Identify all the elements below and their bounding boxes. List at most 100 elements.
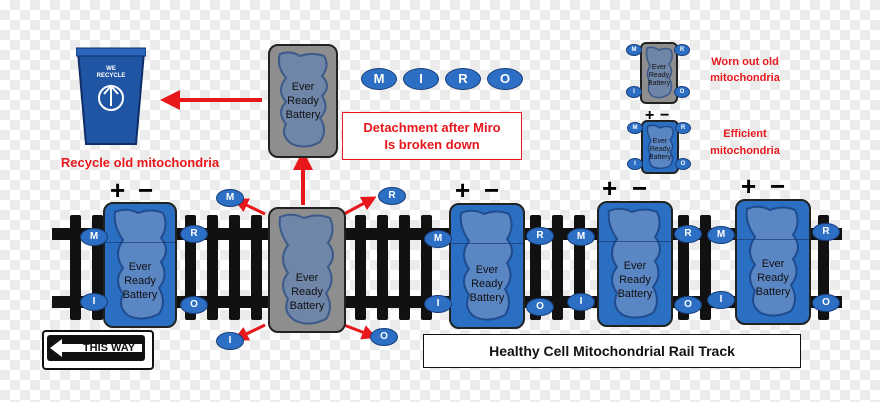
legend-eff-text-2: Ready bbox=[649, 146, 671, 153]
legend-worn-r: R bbox=[674, 44, 690, 56]
legend-eff-text-1: Ever bbox=[652, 138, 668, 145]
detached-battery: Ever Ready Battery bbox=[268, 44, 338, 158]
legend-worn-text-2: Ready bbox=[648, 72, 670, 79]
minus-sign: − bbox=[484, 175, 500, 205]
miro-letter-m: M bbox=[361, 68, 397, 90]
legend-plus-sign: + bbox=[645, 107, 655, 124]
minus-sign: − bbox=[770, 171, 786, 201]
rail-tie bbox=[70, 215, 81, 320]
cristae-icon bbox=[278, 213, 334, 325]
terminal-m: M bbox=[707, 226, 735, 244]
legend-eff-o: O bbox=[675, 158, 691, 170]
legend-efficient-label-1: Efficient bbox=[723, 128, 767, 140]
terminal-m: M bbox=[80, 228, 108, 246]
recycle-label: Recycle old mitochondria bbox=[60, 155, 220, 170]
battery-text-ready: Ready bbox=[619, 274, 651, 286]
legend-worn-label-1: Worn out old bbox=[711, 56, 779, 68]
battery-text-battery: Battery bbox=[469, 292, 505, 304]
battery-worn-on-track: Ever Ready Battery bbox=[268, 207, 346, 333]
plus-sign: + bbox=[741, 171, 757, 201]
terminal-o: O bbox=[526, 298, 554, 316]
recycle-bin: WE RECYCLE bbox=[75, 46, 147, 146]
terminal-o: O bbox=[674, 296, 702, 314]
detached-terminal-i: I bbox=[216, 332, 244, 350]
detached-terminal-r: R bbox=[378, 187, 406, 205]
battery-text-battery: Battery bbox=[755, 286, 791, 298]
battery-text-battery: Battery bbox=[122, 289, 158, 301]
legend-efficient-battery: Ever Ready Battery bbox=[641, 120, 679, 174]
miro-letter-o: O bbox=[487, 68, 523, 90]
rail-tie bbox=[700, 215, 711, 320]
legend-worn-o: O bbox=[674, 86, 690, 98]
rail-tie bbox=[818, 215, 829, 320]
battery-divider bbox=[599, 241, 671, 242]
legend-efficient-label-2: mitochondria bbox=[710, 145, 780, 157]
battery-text-ready: Ready bbox=[291, 286, 323, 298]
legend-minus-sign: − bbox=[660, 107, 670, 124]
cristae-icon bbox=[459, 209, 513, 321]
legend-worn-text-1: Ever bbox=[651, 64, 667, 71]
arrow-m-out bbox=[233, 198, 266, 216]
minus-sign: − bbox=[632, 173, 648, 203]
rail-tie bbox=[552, 215, 563, 320]
rail-tie bbox=[399, 215, 410, 320]
battery-text-ever: Ever bbox=[291, 81, 315, 93]
terminal-o: O bbox=[180, 296, 208, 314]
arrow-r-out bbox=[343, 196, 377, 216]
rail-tie bbox=[574, 215, 585, 320]
battery-text-ready: Ready bbox=[124, 275, 156, 287]
detached-terminal-o: O bbox=[370, 328, 398, 346]
rail-tie bbox=[207, 215, 218, 320]
battery-text-battery: Battery bbox=[617, 288, 653, 300]
legend-eff-m: M bbox=[627, 122, 643, 134]
battery-text-ready: Ready bbox=[287, 95, 319, 107]
terminal-m: M bbox=[567, 228, 595, 246]
detachment-line1: Detachment after Miro bbox=[363, 120, 501, 135]
battery-divider bbox=[105, 242, 175, 243]
battery-divider bbox=[737, 239, 809, 240]
terminal-r: R bbox=[674, 225, 702, 243]
terminal-i: I bbox=[80, 293, 108, 311]
battery-text-ever: Ever bbox=[475, 264, 499, 276]
battery-text-battery: Battery bbox=[289, 300, 325, 312]
terminal-r: R bbox=[180, 225, 208, 243]
rail-tie bbox=[185, 215, 196, 320]
rail-tie bbox=[530, 215, 541, 320]
this-way-sign: THIS WAY bbox=[42, 330, 154, 370]
detachment-box: Detachment after Miro Is broken down bbox=[342, 112, 522, 160]
rail-tie bbox=[229, 215, 240, 320]
track-title-box: Healthy Cell Mitochondrial Rail Track bbox=[423, 334, 801, 368]
legend-eff-text-3: Battery bbox=[648, 154, 672, 161]
bin-text-recycle: RECYCLE bbox=[96, 73, 126, 79]
battery-text-ever: Ever bbox=[623, 260, 647, 272]
this-way-text: THIS WAY bbox=[82, 342, 136, 354]
legend-worn-m: M bbox=[626, 44, 642, 56]
arrow-i-out bbox=[233, 323, 266, 341]
cristae-icon bbox=[113, 208, 167, 320]
battery-text-ready: Ready bbox=[757, 272, 789, 284]
battery-text-ever: Ever bbox=[295, 272, 319, 284]
cristae-icon bbox=[607, 207, 661, 319]
terminal-i: I bbox=[567, 293, 595, 311]
battery-3: Ever Ready Battery bbox=[449, 203, 525, 329]
bin-text-we: WE bbox=[106, 66, 116, 72]
legend-worn-text-3: Battery bbox=[647, 80, 671, 87]
rail-tie bbox=[421, 215, 432, 320]
rail-tie bbox=[92, 215, 103, 320]
rail-tie bbox=[251, 215, 262, 320]
terminal-r: R bbox=[812, 223, 840, 241]
plus-sign: + bbox=[602, 173, 618, 203]
miro-letter-r: R bbox=[445, 68, 481, 90]
battery-divider bbox=[451, 243, 523, 244]
detached-terminal-m: M bbox=[216, 189, 244, 207]
terminal-r: R bbox=[526, 227, 554, 245]
legend-worn-label-2: mitochondria bbox=[710, 72, 780, 84]
rail-tie bbox=[377, 215, 388, 320]
legend-worn-i: I bbox=[626, 86, 642, 98]
battery-5: Ever Ready Battery bbox=[735, 199, 811, 325]
legend-worn-battery: Ever Ready Battery bbox=[640, 42, 678, 104]
battery-text-ready: Ready bbox=[471, 278, 503, 290]
battery-1: Ever Ready Battery bbox=[103, 202, 177, 328]
terminal-m: M bbox=[424, 230, 452, 248]
